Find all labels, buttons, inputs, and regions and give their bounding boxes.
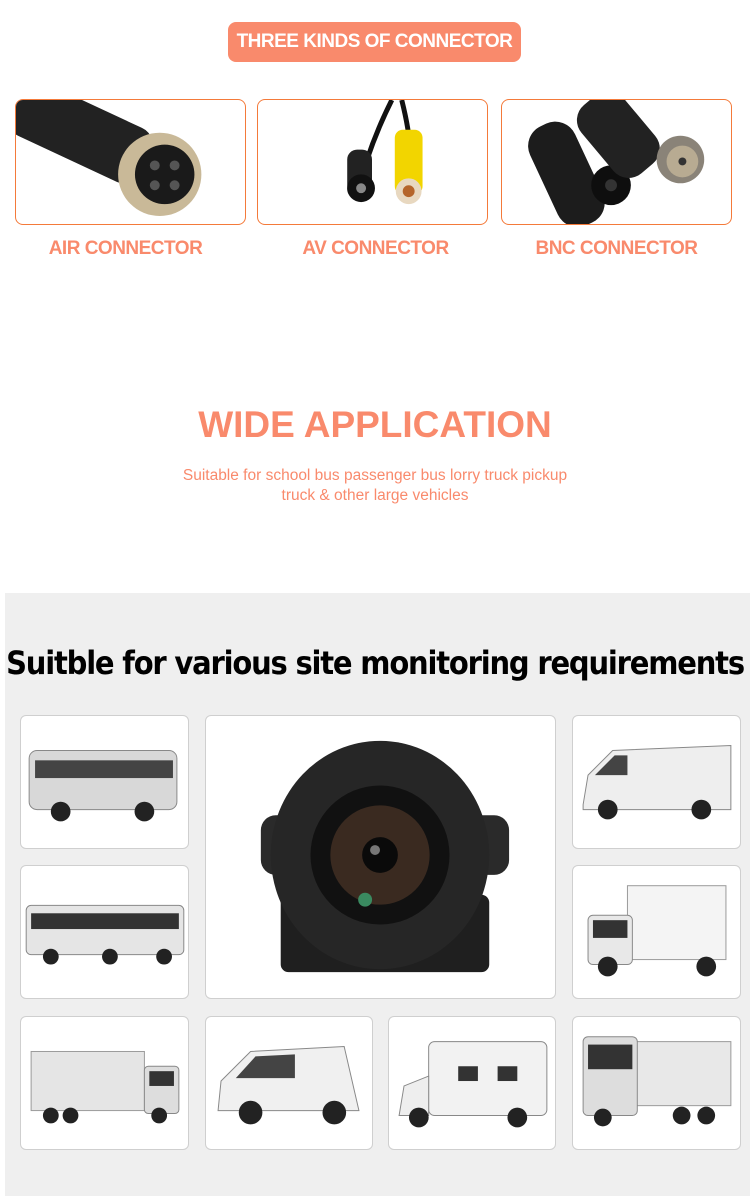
bnc-connector-image — [501, 99, 732, 225]
application-title: WIDE APPLICATION — [198, 404, 552, 445]
coach-bus-image — [20, 715, 189, 849]
monitoring-title: Suitble for various site monitoring requ… — [6, 644, 745, 682]
air-connector-image — [15, 99, 246, 225]
box-truck-image — [572, 865, 741, 999]
application-line-1: Suitable for school bus passenger bus lo… — [182, 467, 568, 484]
application-description: Suitable for school bus passenger bus lo… — [0, 466, 750, 506]
bnc-connector-label: BNC CONNECTOR — [535, 238, 698, 259]
van-image — [572, 715, 741, 849]
lorry-truck-image — [572, 1016, 741, 1150]
pickup-van-image — [205, 1016, 373, 1150]
application-line-2: truck & other large vehicles — [281, 487, 469, 504]
motorhome-image — [388, 1016, 556, 1150]
connector-section-title: THREE KINDS OF CONNECTOR — [228, 22, 521, 62]
air-connector-label: AIR CONNECTOR — [48, 238, 203, 259]
av-connector-image — [257, 99, 488, 225]
av-connector-label: AV CONNECTOR — [302, 238, 449, 259]
articulated-bus-image — [20, 865, 189, 999]
semi-truck-image — [20, 1016, 189, 1150]
side-camera-image — [205, 715, 556, 999]
